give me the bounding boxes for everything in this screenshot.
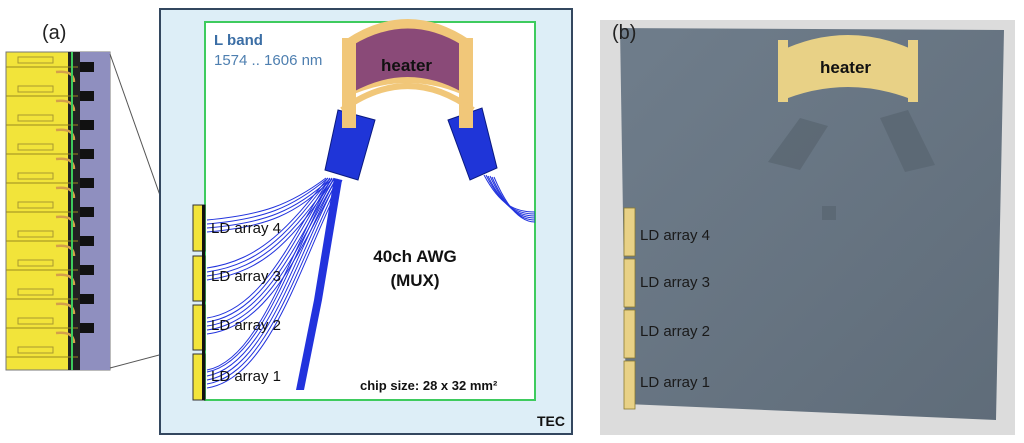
panel-a-label: (a) — [42, 22, 67, 44]
inset-bond-hooks — [55, 70, 76, 344]
heater-arch — [340, 19, 475, 128]
waveguide-fan — [206, 177, 343, 389]
photo-heater — [768, 35, 935, 220]
ld-array-2-label-a: LD array 2 — [211, 317, 282, 334]
inset-pad-rows — [6, 66, 78, 358]
awg-line1: 40ch AWG — [373, 247, 457, 266]
band-range: 1574 .. 1606 nm — [214, 52, 323, 69]
panel-b-label: (b) — [612, 22, 637, 44]
ld-array-1-label-a: LD array 1 — [211, 368, 282, 385]
dense-waveguide-bundle — [296, 178, 342, 390]
tec-label: TEC — [537, 413, 565, 429]
ld-array-2-label-b: LD array 2 — [640, 323, 711, 340]
ld-array-3-label-a: LD array 3 — [211, 268, 282, 285]
ld-array-3-label-b: LD array 3 — [640, 274, 711, 291]
heater-label-b: heater — [820, 58, 872, 77]
inset-pad-outlines — [17, 56, 54, 354]
output-waveguide-fan — [483, 174, 536, 223]
ld-array-4-label-b: LD array 4 — [640, 227, 711, 244]
inset-black-teeth — [80, 62, 94, 333]
ld-array-zoom-inset — [5, 51, 111, 371]
awg-label: 40ch AWG (MUX) — [355, 245, 475, 293]
awg-line2: (MUX) — [390, 271, 440, 290]
ld-array-1-label-b: LD array 1 — [640, 374, 711, 391]
ld-array-4-label-a: LD array 4 — [211, 220, 282, 237]
heater-label-a: heater — [381, 56, 433, 75]
chip-size-label: chip size: 28 x 32 mm² — [360, 378, 498, 393]
band-title: L band — [214, 32, 263, 49]
ld-array-bars-a — [192, 204, 206, 401]
photo-ld-bars — [623, 207, 636, 410]
